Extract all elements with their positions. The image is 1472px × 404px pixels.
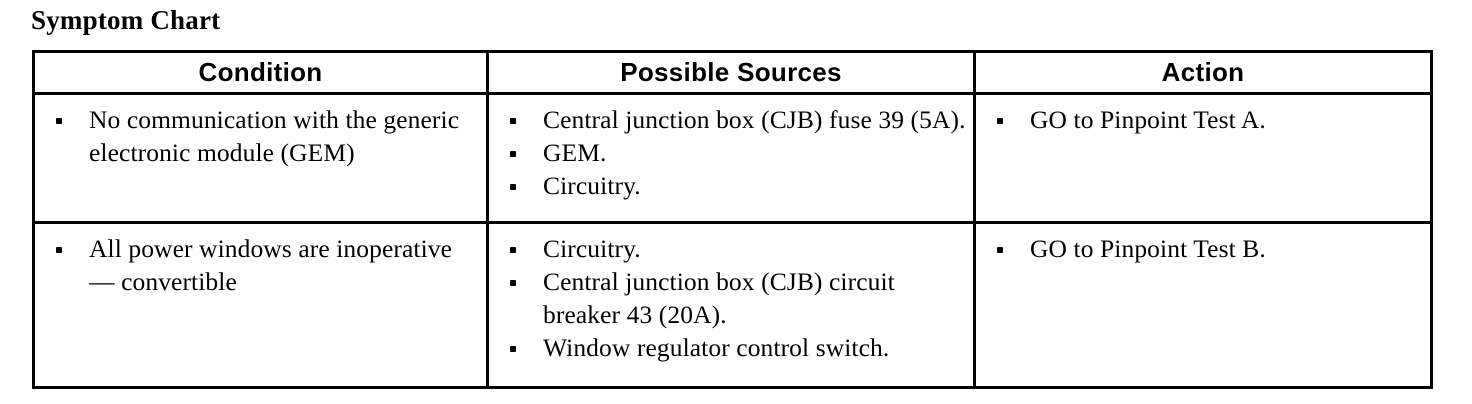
condition-bullet-list: No communication with the generic electr… [45, 103, 480, 169]
list-item-text: Circuitry. [543, 171, 641, 200]
list-item: All power windows are inoperative — conv… [45, 232, 480, 298]
column-header-action: Action [973, 50, 1433, 95]
list-item: No communication with the generic electr… [45, 103, 480, 169]
condition-bullet-list: All power windows are inoperative — conv… [45, 232, 480, 298]
list-item: Central junction box (CJB) circuit break… [499, 265, 967, 331]
list-item: GEM. [499, 136, 967, 169]
list-item-text: Central junction box (CJB) fuse 39 (5A). [543, 105, 966, 134]
table-body: No communication with the generic electr… [32, 92, 1433, 389]
possible-sources-bullet-list: Central junction box (CJB) fuse 39 (5A).… [499, 103, 967, 202]
list-item: Central junction box (CJB) fuse 39 (5A). [499, 103, 967, 136]
cell-action: GO to Pinpoint Test A. [973, 92, 1433, 224]
cell-possible-sources: Central junction box (CJB) fuse 39 (5A).… [486, 92, 976, 224]
list-item: GO to Pinpoint Test A. [986, 103, 1424, 136]
list-item: GO to Pinpoint Test B. [986, 232, 1424, 265]
table-header: Condition Possible Sources Action [32, 50, 1433, 95]
list-item-text: All power windows are inoperative — conv… [89, 234, 453, 296]
action-bullet-list: GO to Pinpoint Test B. [986, 232, 1424, 265]
list-item-text: GEM. [543, 138, 607, 167]
action-bullet-list: GO to Pinpoint Test A. [986, 103, 1424, 136]
table-row: No communication with the generic electr… [32, 92, 1433, 224]
cell-action: GO to Pinpoint Test B. [973, 221, 1433, 389]
cell-possible-sources: Circuitry. Central junction box (CJB) ci… [486, 221, 976, 389]
table-row: All power windows are inoperative — conv… [32, 221, 1433, 389]
column-header-possible-sources: Possible Sources [486, 50, 976, 95]
page-title: Symptom Chart [31, 5, 221, 35]
list-item-text: Circuitry. [543, 234, 641, 263]
cell-condition: No communication with the generic electr… [32, 92, 489, 224]
list-item: Circuitry. [499, 232, 967, 265]
possible-sources-bullet-list: Circuitry. Central junction box (CJB) ci… [499, 232, 967, 364]
list-item: Window regulator control switch. [499, 331, 967, 364]
header-row: Condition Possible Sources Action [32, 50, 1433, 95]
list-item-text: GO to Pinpoint Test A. [1030, 105, 1266, 134]
list-item-text: No communication with the generic electr… [89, 105, 460, 167]
list-item: Circuitry. [499, 169, 967, 202]
list-item-text: Window regulator control switch. [543, 333, 890, 362]
cell-condition: All power windows are inoperative — conv… [32, 221, 489, 389]
column-header-condition: Condition [32, 50, 489, 95]
list-item-text: Central junction box (CJB) circuit break… [543, 267, 895, 329]
list-item-text: GO to Pinpoint Test B. [1030, 234, 1266, 263]
symptom-chart-table: Condition Possible Sources Action No com… [32, 50, 1433, 389]
